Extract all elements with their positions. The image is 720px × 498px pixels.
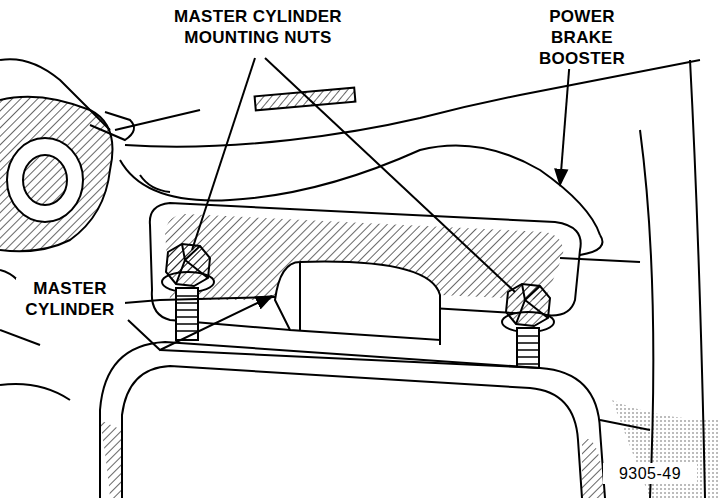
engine-part <box>115 110 200 130</box>
master-cylinder-body <box>100 420 122 498</box>
booster-housing <box>125 60 700 147</box>
part-label: MASTER CYLINDER MOUNTING NUTS <box>166 6 350 48</box>
engine-part <box>90 112 134 140</box>
figure-number: 9305-49 <box>603 463 697 484</box>
engine-part <box>7 138 83 222</box>
mounting-flange <box>275 262 440 340</box>
leader-line <box>560 58 570 185</box>
engine-part <box>0 97 113 252</box>
master-cylinder-body <box>122 366 582 498</box>
mounting-nut <box>166 244 210 286</box>
mounting-nut <box>517 328 539 370</box>
mounting-nut <box>517 336 539 364</box>
engine-part <box>0 330 40 345</box>
engine-part <box>23 155 67 205</box>
mounting-nut <box>176 296 198 331</box>
mounting-flange <box>299 262 301 330</box>
master-cylinder-body <box>100 342 605 498</box>
engine-part <box>0 59 110 130</box>
mounting-flange <box>439 295 441 345</box>
mounting-nut <box>516 284 548 324</box>
leader-line <box>128 296 272 350</box>
leader-line <box>265 58 515 292</box>
leader-line <box>100 297 275 305</box>
leader-line <box>192 58 255 250</box>
part-label: POWER BRAKE BOOSTER <box>515 6 649 69</box>
booster-housing <box>255 88 356 111</box>
part-label: MASTER CYLINDER <box>16 278 125 320</box>
fender-panel <box>0 384 70 400</box>
master-cylinder-body <box>100 342 605 498</box>
leader-line <box>160 350 540 368</box>
leader-line <box>100 58 570 368</box>
booster-housing <box>140 175 170 192</box>
master-cylinder-body <box>582 439 605 498</box>
fender-panel <box>560 258 640 262</box>
fender-panel <box>0 60 720 498</box>
